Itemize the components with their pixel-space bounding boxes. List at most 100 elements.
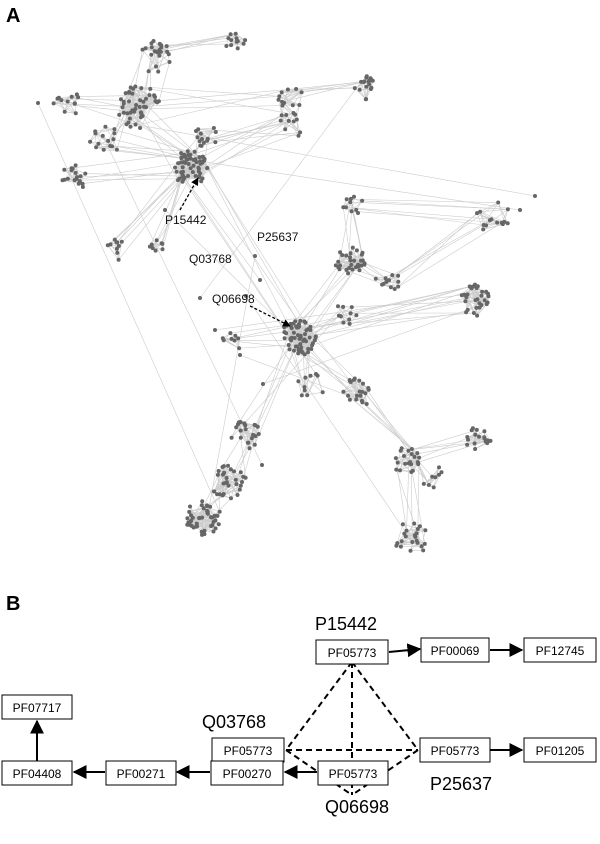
- network-edge: [214, 479, 236, 492]
- network-node: [235, 46, 240, 51]
- network-node: [134, 103, 139, 107]
- network-node: [182, 175, 187, 180]
- network-node: [193, 174, 198, 178]
- network-node: [80, 185, 85, 189]
- network-node: [308, 373, 313, 378]
- network-node: [80, 181, 85, 186]
- network-node: [111, 137, 116, 142]
- network-node: [408, 460, 413, 465]
- network-edge: [174, 167, 201, 174]
- network-edge: [254, 346, 297, 445]
- network-edge: [363, 81, 367, 100]
- network-edge: [399, 455, 405, 471]
- protein-network: [36, 31, 537, 553]
- network-edge: [411, 453, 430, 486]
- network-node: [357, 87, 362, 92]
- network-node: [354, 313, 359, 318]
- network-node: [302, 319, 307, 324]
- network-node: [302, 388, 307, 393]
- network-node: [298, 342, 303, 347]
- network-node: [305, 393, 310, 398]
- network-node: [116, 257, 121, 262]
- network-node: [338, 314, 343, 319]
- network-node: [292, 348, 296, 353]
- network-node: [366, 387, 371, 392]
- network-node: [278, 118, 283, 123]
- network-node: [417, 455, 422, 460]
- network-node: [358, 393, 363, 398]
- network-node: [409, 470, 414, 474]
- network-node: [140, 47, 145, 52]
- network-node: [100, 133, 105, 138]
- network-node: [296, 379, 301, 384]
- network-node: [381, 282, 386, 286]
- network-edge: [214, 474, 224, 492]
- network-edge: [74, 178, 180, 181]
- network-node: [200, 532, 204, 537]
- network-node: [188, 504, 192, 509]
- network-edge: [497, 202, 505, 222]
- network-node: [417, 524, 422, 529]
- network-node: [154, 64, 158, 69]
- network-node: [238, 435, 243, 440]
- network-node: [236, 336, 241, 341]
- network-node: [185, 149, 190, 154]
- network-node: [360, 198, 365, 203]
- network-node: [260, 463, 264, 467]
- network-edge: [123, 89, 288, 105]
- net-label-p15442: P15442: [165, 213, 207, 227]
- network-node: [221, 492, 226, 496]
- network-node: [115, 240, 120, 245]
- network-edge: [351, 210, 498, 223]
- network-edge: [183, 179, 287, 334]
- network-node: [62, 167, 67, 172]
- network-edge: [118, 241, 123, 260]
- network-node: [296, 351, 301, 356]
- network-edge: [339, 260, 355, 270]
- network-node: [482, 298, 487, 303]
- network-node: [159, 45, 164, 50]
- network-edge: [298, 353, 366, 394]
- network-node: [146, 69, 151, 74]
- network-edge: [200, 131, 216, 134]
- network-edge: [53, 103, 141, 113]
- network-node: [149, 45, 154, 50]
- network-edge: [204, 516, 212, 531]
- network-node: [433, 475, 438, 480]
- network-edge: [480, 208, 508, 213]
- prot-label-p25637: P25637: [430, 774, 492, 794]
- network-node: [403, 461, 408, 466]
- network-node: [406, 448, 411, 453]
- network-edge: [135, 105, 283, 110]
- svg-text:PF00069: PF00069: [431, 644, 480, 658]
- network-node: [126, 120, 131, 125]
- network-edge: [345, 200, 363, 208]
- panel-a-letter: A: [6, 5, 20, 27]
- network-edge: [306, 375, 318, 396]
- network-node: [60, 178, 65, 183]
- network-node: [421, 481, 426, 486]
- network-edge: [182, 132, 301, 177]
- network-node: [284, 113, 289, 117]
- network-node: [276, 97, 281, 102]
- network-node: [199, 503, 204, 508]
- network-edge: [95, 131, 113, 147]
- network-node: [495, 220, 500, 225]
- network-node: [277, 94, 282, 99]
- network-node: [360, 389, 365, 394]
- network-node: [473, 447, 478, 451]
- network-node: [228, 467, 233, 472]
- network-node: [421, 548, 426, 553]
- network-node: [121, 101, 126, 106]
- network-node: [190, 170, 195, 175]
- network-edge: [383, 283, 399, 287]
- network-node: [409, 452, 414, 456]
- network-node: [474, 286, 479, 290]
- network-node: [303, 332, 307, 337]
- network-node: [350, 245, 355, 250]
- network-node: [96, 141, 101, 146]
- network-edge: [155, 61, 170, 67]
- network-node: [252, 422, 257, 427]
- network-edge: [388, 211, 481, 281]
